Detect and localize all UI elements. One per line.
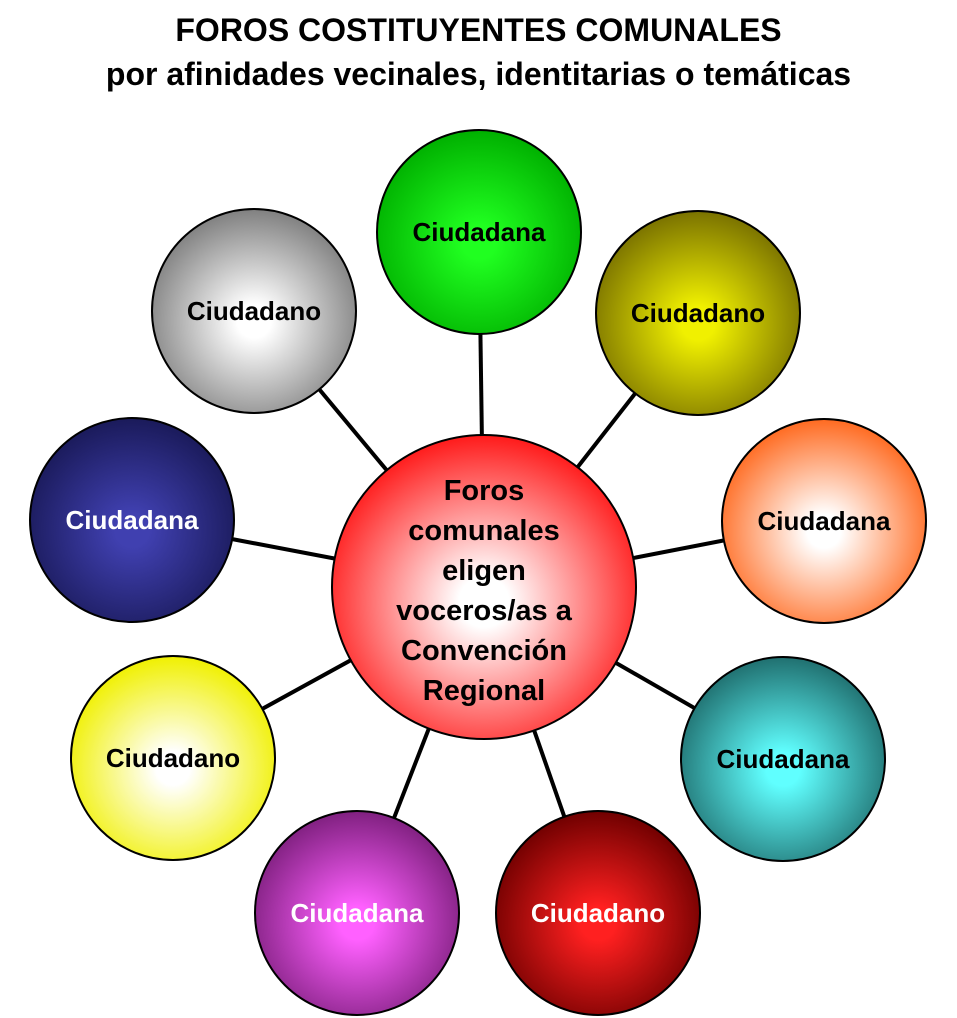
node-3: Ciudadana <box>721 418 927 624</box>
center-text-line: voceros/as a <box>396 595 573 627</box>
center-node: Foros comunales eligen voceros/as a Convenci… <box>331 434 637 740</box>
node-label: Ciudadana <box>291 898 424 928</box>
node-circle <box>595 210 801 416</box>
node-label: Ciudadana <box>717 744 850 774</box>
node-label: Ciudadana <box>758 506 891 536</box>
node-label: Ciudadana <box>66 505 199 535</box>
node-circle <box>29 417 235 623</box>
node-label: Ciudadano <box>187 296 321 326</box>
node-5: Ciudadano <box>495 810 701 1016</box>
node-circle <box>495 810 701 1016</box>
title-line-1: FOROS COSTITUYENTES COMUNALES <box>175 12 782 48</box>
node-2: Ciudadano <box>595 210 801 416</box>
title-line-2: por afinidades vecinales, identitarias o… <box>105 56 852 92</box>
node-label: Ciudadano <box>106 743 240 773</box>
node-circle <box>151 208 357 414</box>
center-text-line: Foros <box>444 475 525 507</box>
node-label: Ciudadano <box>531 898 665 928</box>
node-circle <box>680 656 886 862</box>
node-4: Ciudadana <box>680 656 886 862</box>
node-circle <box>376 129 582 335</box>
node-1: Ciudadana <box>376 129 582 335</box>
center-text-line: Regional <box>423 675 545 707</box>
node-circle <box>721 418 927 624</box>
center-text-line: eligen <box>442 555 526 587</box>
node-circle <box>254 810 460 1016</box>
node-7: Ciudadano <box>70 655 276 861</box>
center-text-line: Convención <box>401 635 567 667</box>
node-8: Ciudadana <box>29 417 235 623</box>
node-label: Ciudadano <box>631 298 765 328</box>
center-text-line: comunales <box>408 515 560 547</box>
node-circle <box>70 655 276 861</box>
center-circle <box>331 434 637 740</box>
node-label: Ciudadana <box>413 217 546 247</box>
node-9: Ciudadano <box>151 208 357 414</box>
node-6: Ciudadana <box>254 810 460 1016</box>
